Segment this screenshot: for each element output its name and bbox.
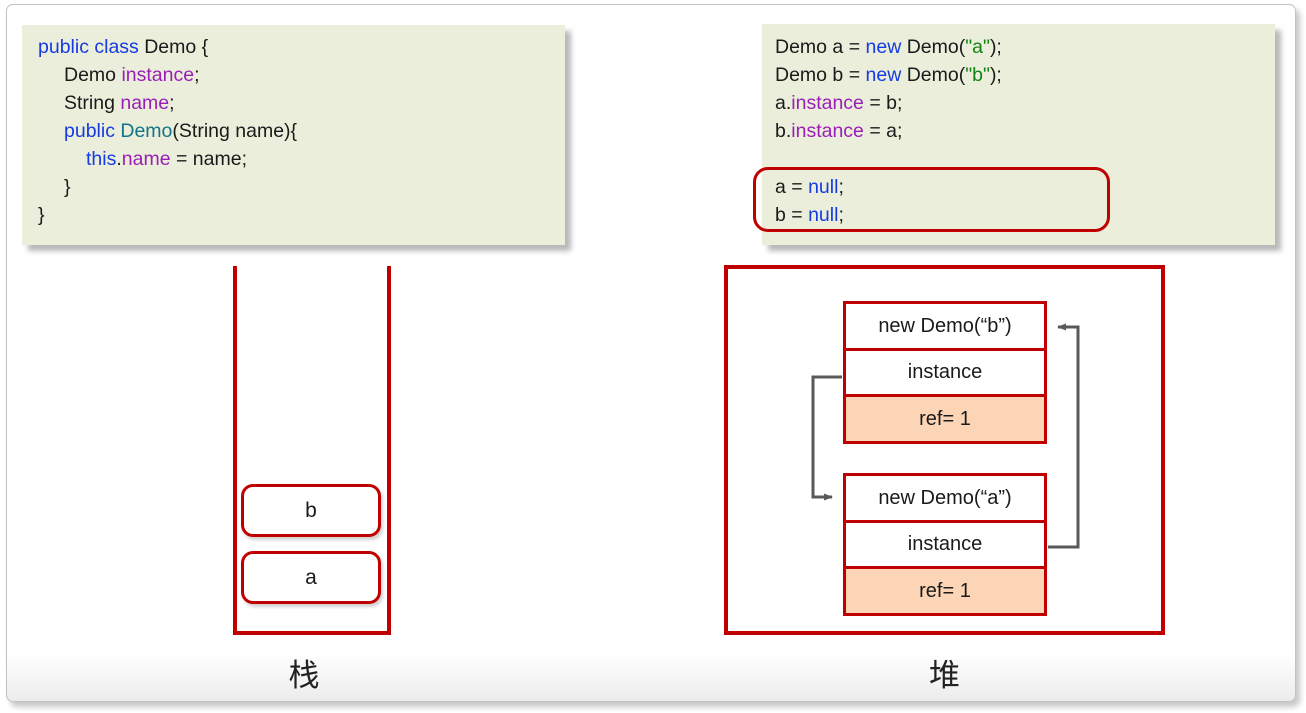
class-definition-code-block: public class Demo { Demo instance; Strin… bbox=[22, 25, 565, 245]
code-line: public class Demo { bbox=[38, 36, 209, 58]
code-line-blank bbox=[762, 145, 1275, 173]
code-line: public Demo(String name){ bbox=[64, 120, 298, 142]
stack-variable-a: a bbox=[241, 551, 381, 604]
instance-field-row: instance bbox=[843, 347, 1047, 398]
heap-object-demo-b: new Demo(“b”) instance ref= 1 bbox=[843, 301, 1047, 444]
code-line: } bbox=[38, 204, 45, 226]
heap-label: 堆 bbox=[929, 658, 960, 693]
code-line: String name; bbox=[64, 92, 175, 114]
code-line: Demo instance; bbox=[64, 64, 200, 86]
stack-label: 栈 bbox=[288, 658, 320, 693]
code-line: Demo a = new Demo("a"); bbox=[775, 36, 1002, 58]
stack-variable-b: b bbox=[241, 484, 381, 537]
object-title-row: new Demo(“b”) bbox=[843, 301, 1047, 351]
code-line: a = null; bbox=[775, 176, 844, 198]
code-line: a.instance = b; bbox=[775, 92, 903, 114]
instance-field-row: instance bbox=[843, 519, 1047, 570]
heap-object-demo-a: new Demo(“a”) instance ref= 1 bbox=[843, 473, 1047, 616]
code-line: this.name = name; bbox=[86, 148, 247, 170]
usage-code-block: Demo a = new Demo("a"); Demo b = new Dem… bbox=[762, 24, 1275, 245]
stack-frame: b a bbox=[233, 266, 391, 635]
code-line: Demo b = new Demo("b"); bbox=[775, 64, 1002, 86]
object-title-row: new Demo(“a”) bbox=[843, 473, 1047, 523]
code-line: b.instance = a; bbox=[775, 120, 903, 142]
ref-count-row: ref= 1 bbox=[843, 566, 1047, 616]
ref-count-row: ref= 1 bbox=[843, 394, 1047, 444]
code-line: } bbox=[64, 176, 71, 198]
code-line: b = null; bbox=[775, 204, 844, 226]
